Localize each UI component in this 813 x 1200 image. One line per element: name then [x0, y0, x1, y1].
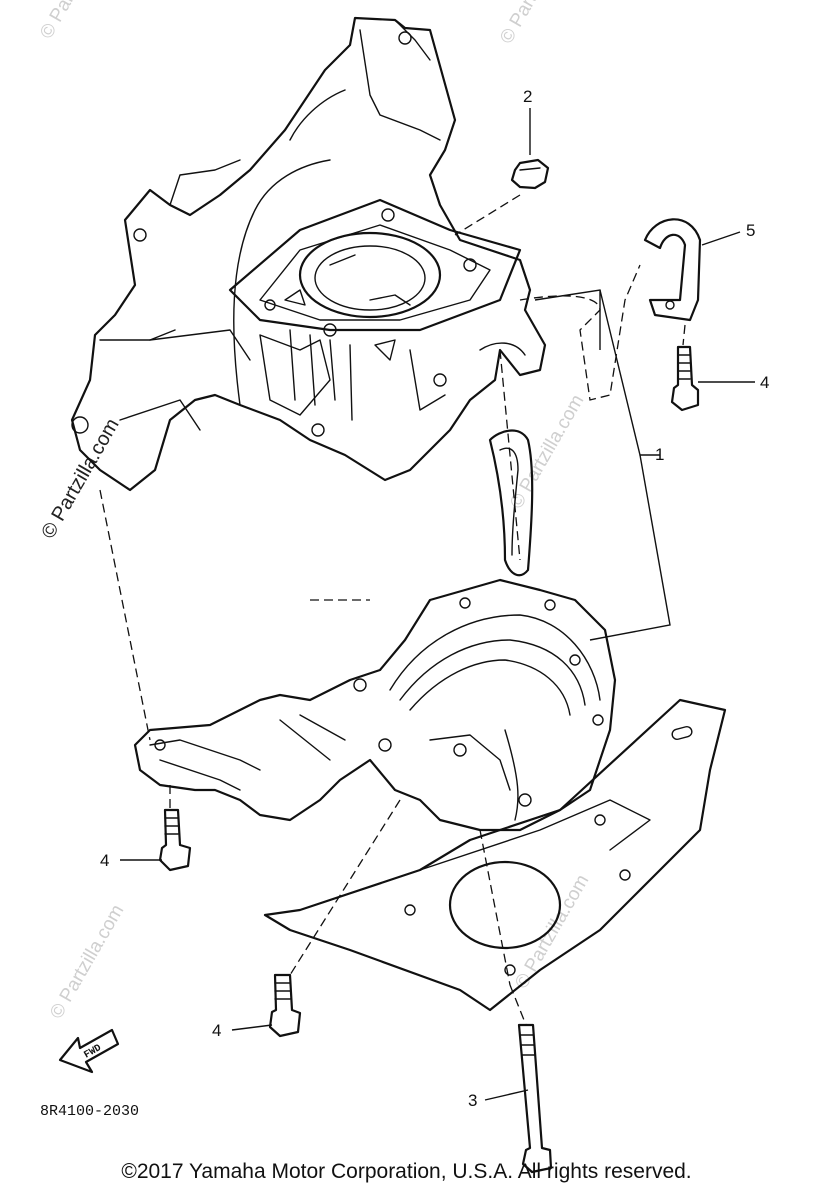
callout-1: 1	[655, 445, 664, 464]
callout-2: 2	[523, 87, 532, 106]
copyright-notice: ©2017 Yamaha Motor Corporation, U.S.A. A…	[121, 1160, 692, 1183]
callouts: 2 5 4 1 4 4 3	[100, 87, 769, 1110]
long-bolt-part-3	[517, 1023, 553, 1174]
callout-5: 5	[746, 221, 755, 240]
plug-bolt-part-2	[510, 158, 550, 190]
lower-crankcase	[133, 578, 617, 832]
watermarks: © Partzilla.com © Partzilla.com © Partzi…	[36, 0, 593, 1023]
watermark-main: © Partzilla.com	[37, 415, 123, 543]
watermark: © Partzilla.com	[511, 871, 593, 992]
watermark: © Partzilla.com	[36, 0, 118, 43]
watermark: © Partzilla.com	[46, 901, 128, 1022]
watermark: © Partzilla.com	[506, 391, 588, 512]
callout-3: 3	[468, 1091, 477, 1110]
upper-crankcase	[70, 16, 547, 492]
callout-4-right: 4	[760, 373, 769, 392]
callout-4-bottom: 4	[212, 1021, 221, 1040]
fwd-arrow-icon: FWD	[58, 1028, 120, 1074]
leader-lines	[120, 108, 755, 1101]
bolt-part-4-left	[158, 808, 192, 872]
bolt-part-4-right	[670, 345, 700, 412]
watermark: © Partzilla.com	[496, 0, 578, 48]
clamp-part-5	[643, 218, 702, 322]
bolt-part-4-bottom	[268, 973, 302, 1038]
skid-plate	[263, 698, 727, 1012]
part-1-bracket	[534, 289, 671, 641]
diagram-code: 8R4100-2030	[40, 1103, 139, 1120]
callout-4-left: 4	[100, 851, 109, 870]
alignment-lines	[99, 194, 686, 1026]
